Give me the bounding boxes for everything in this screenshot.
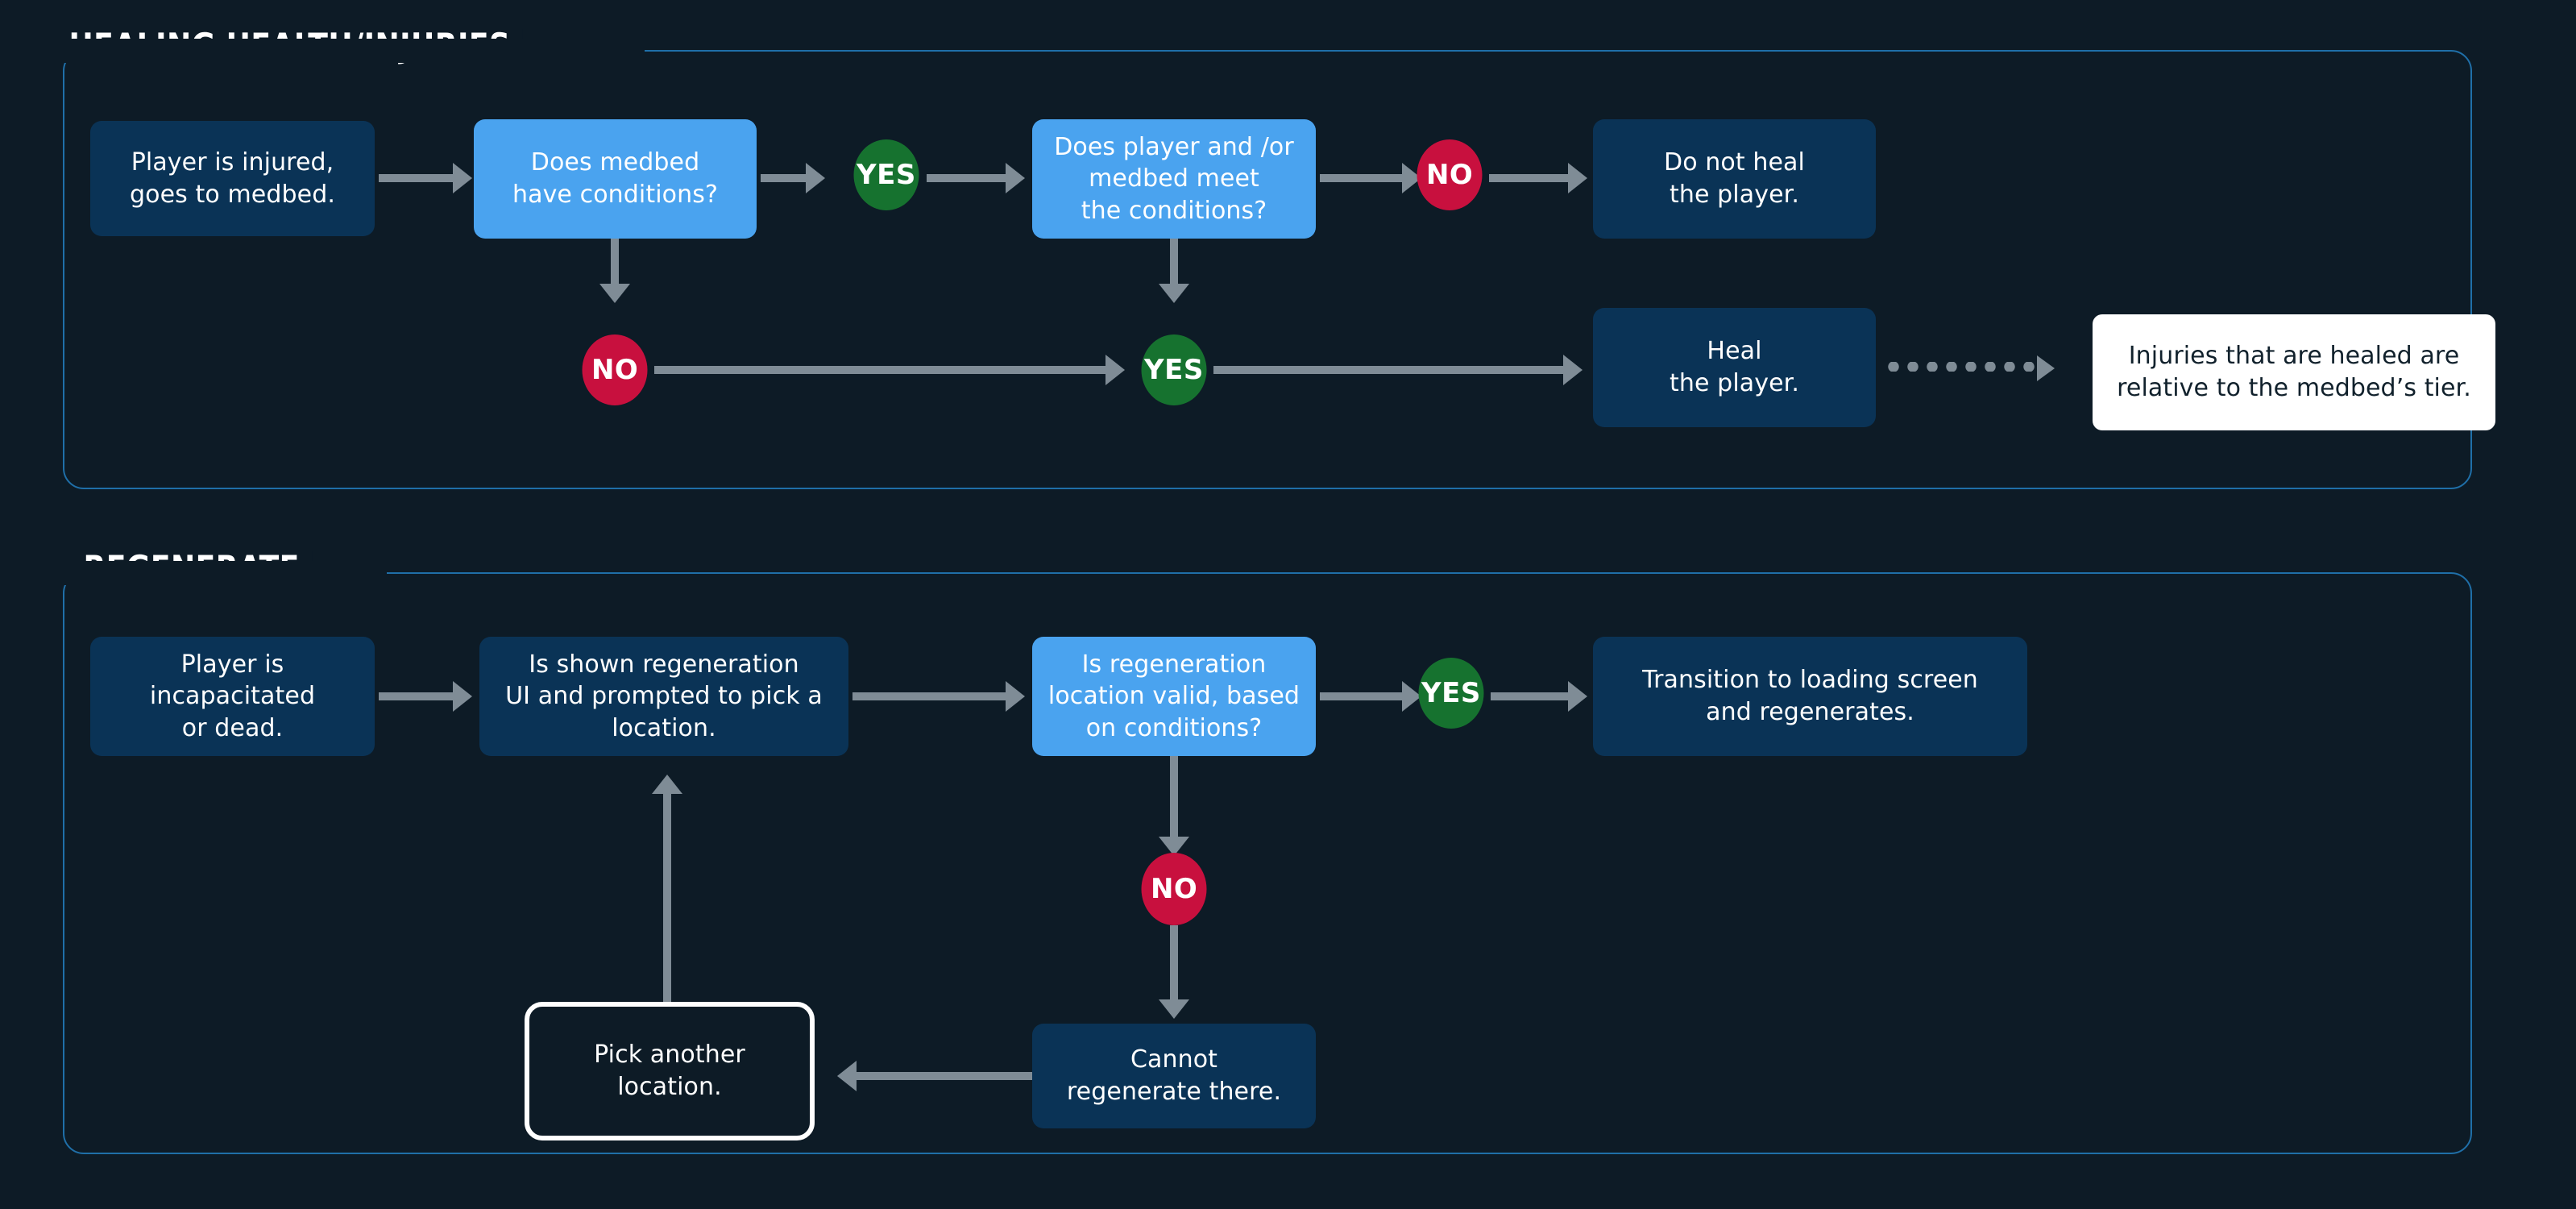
node-do-not-heal: Do not heal the player.: [1593, 119, 1876, 239]
connector-dotted-heal-to-callout: [1884, 362, 2039, 372]
arrow-cannot-to-pick-another: [837, 1061, 857, 1091]
node-heal-player: Heal the player.: [1593, 308, 1876, 427]
arrow-pick-another-up-to-prompt: [652, 775, 682, 794]
connector-no-to-yes-row2: [654, 366, 1105, 374]
panel-healing: [63, 50, 2472, 489]
badge-yes-label-2: YES: [1144, 354, 1204, 386]
arrow-incap-to-prompt: [453, 681, 472, 712]
connector-yes-to-decision2: [927, 174, 1006, 182]
connector-decision1-to-yes: [761, 174, 807, 182]
arrow-yes-to-heal: [1563, 355, 1583, 385]
connector-yes-to-heal: [1213, 366, 1563, 374]
connector-no-down-to-cannot: [1170, 925, 1178, 1006]
badge-no-label-2: NO: [591, 354, 639, 386]
arrow-decision2-down-to-yes: [1159, 284, 1189, 303]
arrow-decision-to-yes: [1402, 681, 1421, 712]
node-player-injured: Player is injured, goes to medbed.: [90, 121, 375, 236]
arrow-no-to-do-not-heal: [1568, 163, 1587, 193]
connector-incap-to-prompt: [379, 692, 453, 700]
node-pick-another-location: Pick another location.: [525, 1002, 815, 1140]
connector-decision2-down-to-yes: [1170, 239, 1178, 287]
arrow-dotted-to-callout: [2037, 355, 2055, 381]
arrow-decision1-down-to-no: [599, 284, 630, 303]
node-medbed-has-conditions: Does medbed have conditions?: [474, 119, 757, 239]
badge-yes-location-valid: YES: [1418, 658, 1484, 729]
node-regeneration-ui-prompt: Is shown regeneration UI and prompted to…: [479, 637, 848, 756]
arrow-yes-to-transition: [1568, 681, 1587, 712]
panel-healing-title-gap: [48, 39, 645, 63]
connector-decision1-down-to-no: [611, 239, 619, 287]
connector-yes-to-transition: [1491, 692, 1568, 700]
connector-decision-to-yes: [1320, 692, 1402, 700]
arrow-no-to-yes-row2: [1105, 355, 1125, 385]
badge-yes-medbed-conditions: YES: [853, 139, 919, 210]
connector-pick-another-up-to-prompt: [663, 794, 671, 1002]
connector-decision2-to-no: [1320, 174, 1402, 182]
node-player-medbed-meet-conditions: Does player and /or medbed meet the cond…: [1032, 119, 1316, 239]
badge-yes-label: YES: [857, 159, 916, 191]
badge-no-label-3: NO: [1150, 873, 1198, 905]
badge-yes-label-3: YES: [1421, 677, 1481, 709]
arrow-no-down-to-cannot: [1159, 999, 1189, 1019]
callout-injuries-relative-to-tier: Injuries that are healed are relative to…: [2093, 314, 2495, 430]
arrow-yes-to-decision2: [1006, 163, 1025, 193]
node-is-location-valid: Is regeneration location valid, based on…: [1032, 637, 1316, 756]
panel-regenerate: [63, 572, 2472, 1154]
panel-regenerate-title-gap: [48, 561, 387, 585]
connector-decision-down-to-no: [1170, 756, 1178, 840]
badge-no-label: NO: [1425, 159, 1474, 191]
connector-start-to-decision1: [379, 174, 453, 182]
arrow-start-to-decision1: [453, 163, 472, 193]
badge-no-conditions-not-met: NO: [1417, 139, 1483, 210]
node-player-incapacitated: Player is incapacitated or dead.: [90, 637, 375, 756]
arrow-decision1-to-yes: [806, 163, 825, 193]
badge-no-medbed-no-conditions: NO: [582, 334, 648, 405]
arrow-prompt-to-decision: [1006, 681, 1025, 712]
node-transition-loading-screen: Transition to loading screen and regener…: [1593, 637, 2027, 756]
connector-no-to-do-not-heal: [1489, 174, 1568, 182]
connector-prompt-to-decision: [852, 692, 1006, 700]
badge-no-location-invalid: NO: [1141, 853, 1207, 925]
badge-yes-conditions-met: YES: [1141, 334, 1207, 405]
connector-cannot-to-pick-another: [857, 1072, 1035, 1080]
node-cannot-regenerate: Cannot regenerate there.: [1032, 1024, 1316, 1128]
